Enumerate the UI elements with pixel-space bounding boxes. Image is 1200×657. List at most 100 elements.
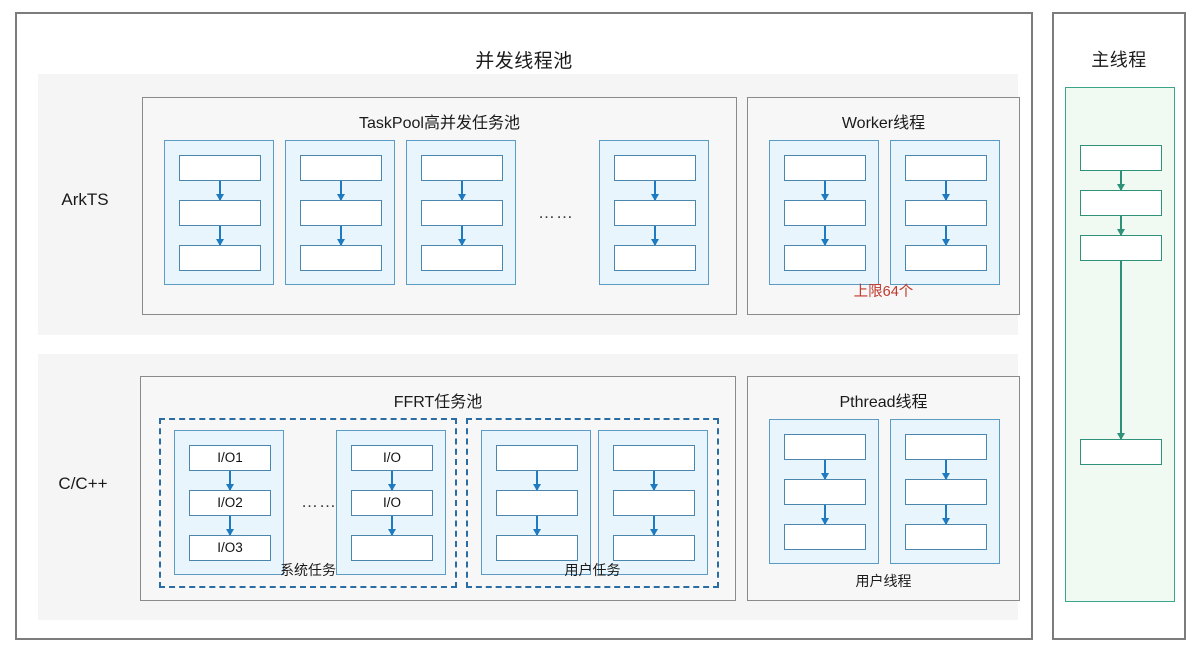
task-box[interactable] [613, 535, 695, 561]
main-task-box[interactable] [1080, 439, 1162, 465]
task-box[interactable] [905, 524, 987, 550]
thread-column[interactable] [769, 140, 879, 285]
flow-arrow-icon [650, 181, 659, 201]
thread-column[interactable] [406, 140, 516, 285]
group-ffrt: FFRT任务池 I/O1 I/O2 I/O3 …… I/O I/O [140, 376, 736, 601]
flow-arrow-icon [820, 226, 829, 246]
flow-arrow-icon [457, 181, 466, 201]
dashed-region-system-tasks: I/O1 I/O2 I/O3 …… I/O I/O 系统任务 [159, 418, 457, 588]
task-box[interactable] [613, 490, 695, 516]
task-box[interactable]: I/O1 [189, 445, 271, 471]
main-task-box[interactable] [1080, 145, 1162, 171]
group-worker: Worker线程 上限64个 [747, 97, 1020, 315]
group-taskpool: TaskPool高并发任务池 [142, 97, 737, 315]
flow-arrow-icon [532, 516, 541, 536]
flow-arrow-icon [649, 471, 658, 491]
language-label-arkts: ArkTS [61, 190, 109, 209]
main-thread-column[interactable] [1065, 87, 1175, 602]
task-box[interactable] [179, 245, 261, 271]
pool-panel-title: 并发线程池 [475, 51, 573, 72]
flow-arrow-icon [820, 460, 829, 480]
task-box[interactable] [905, 434, 987, 460]
task-box[interactable] [496, 490, 578, 516]
language-row-arkts: ArkTS TaskPool高并发任务池 [38, 74, 1020, 335]
task-box[interactable]: I/O [351, 445, 433, 471]
thread-column[interactable] [164, 140, 274, 285]
task-box[interactable] [784, 200, 866, 226]
task-box[interactable] [905, 245, 987, 271]
group-ffrt-title: FFRT任务池 [393, 394, 483, 411]
thread-column[interactable] [481, 430, 591, 575]
flow-arrow-icon [820, 181, 829, 201]
language-row-cpp: C/C++ FFRT任务池 I/O1 I/O2 I/O3 …… I/O [38, 354, 1020, 620]
task-box[interactable] [496, 445, 578, 471]
group-worker-title: Worker线程 [841, 115, 926, 132]
ellipsis-system-tasks: …… [301, 492, 337, 511]
flow-arrow-icon [387, 471, 396, 491]
thread-column[interactable] [769, 419, 879, 564]
flow-arrow-icon [215, 181, 224, 201]
main-task-box[interactable] [1080, 235, 1162, 261]
flow-arrow-icon [1116, 216, 1125, 236]
task-box[interactable] [179, 200, 261, 226]
task-box[interactable] [614, 200, 696, 226]
group-taskpool-title: TaskPool高并发任务池 [359, 115, 520, 132]
task-box[interactable] [421, 200, 503, 226]
task-box[interactable] [421, 155, 503, 181]
flow-arrow-icon [336, 181, 345, 201]
task-box[interactable]: I/O [351, 490, 433, 516]
task-box[interactable] [784, 155, 866, 181]
flow-arrow-icon [1116, 171, 1125, 191]
user-tasks-label: 用户任务 [564, 562, 621, 578]
task-box[interactable]: I/O3 [189, 535, 271, 561]
flow-arrow-icon [387, 516, 396, 536]
pthread-footer-label: 用户线程 [855, 573, 912, 589]
task-box[interactable] [784, 479, 866, 505]
task-box[interactable] [614, 245, 696, 271]
system-tasks-label: 系统任务 [280, 562, 336, 578]
flow-arrow-icon [225, 516, 234, 536]
dashed-region-user-tasks: 用户任务 [466, 418, 719, 588]
task-box[interactable] [905, 155, 987, 181]
task-box[interactable]: I/O2 [189, 490, 271, 516]
flow-arrow-icon [532, 471, 541, 491]
task-box[interactable] [496, 535, 578, 561]
concurrent-thread-pool-panel: 并发线程池 ArkTS TaskPool高并发任务池 [15, 12, 1033, 640]
main-thread-panel: 主线程 [1052, 12, 1186, 640]
thread-column[interactable] [285, 140, 395, 285]
thread-column[interactable] [890, 140, 1000, 285]
task-box[interactable] [351, 535, 433, 561]
flow-arrow-icon [336, 226, 345, 246]
flow-arrow-icon [650, 226, 659, 246]
flow-arrow-icon [225, 471, 234, 491]
thread-column[interactable]: I/O I/O [336, 430, 446, 575]
language-label-cpp: C/C++ [58, 474, 108, 493]
thread-column[interactable]: I/O1 I/O2 I/O3 [174, 430, 284, 575]
group-pthread: Pthread线程 用户线程 [747, 376, 1020, 601]
task-box[interactable] [784, 434, 866, 460]
thread-column[interactable] [598, 430, 708, 575]
main-task-box[interactable] [1080, 190, 1162, 216]
thread-column[interactable] [599, 140, 709, 285]
task-box[interactable] [300, 155, 382, 181]
worker-limit-note: 上限64个 [853, 284, 914, 300]
thread-column[interactable] [890, 419, 1000, 564]
task-box[interactable] [905, 200, 987, 226]
task-box[interactable] [300, 245, 382, 271]
task-box[interactable] [300, 200, 382, 226]
flow-arrow-icon-long [1116, 261, 1125, 440]
task-box[interactable] [421, 245, 503, 271]
task-box[interactable] [784, 524, 866, 550]
task-box[interactable] [905, 479, 987, 505]
main-panel-title: 主线程 [1091, 50, 1147, 70]
flow-arrow-icon [941, 181, 950, 201]
ellipsis-taskpool: …… [538, 203, 574, 222]
task-box[interactable] [179, 155, 261, 181]
task-box[interactable] [784, 245, 866, 271]
flow-arrow-icon [941, 226, 950, 246]
task-box[interactable] [613, 445, 695, 471]
group-pthread-title: Pthread线程 [839, 394, 928, 411]
flow-arrow-icon [649, 516, 658, 536]
task-box[interactable] [614, 155, 696, 181]
